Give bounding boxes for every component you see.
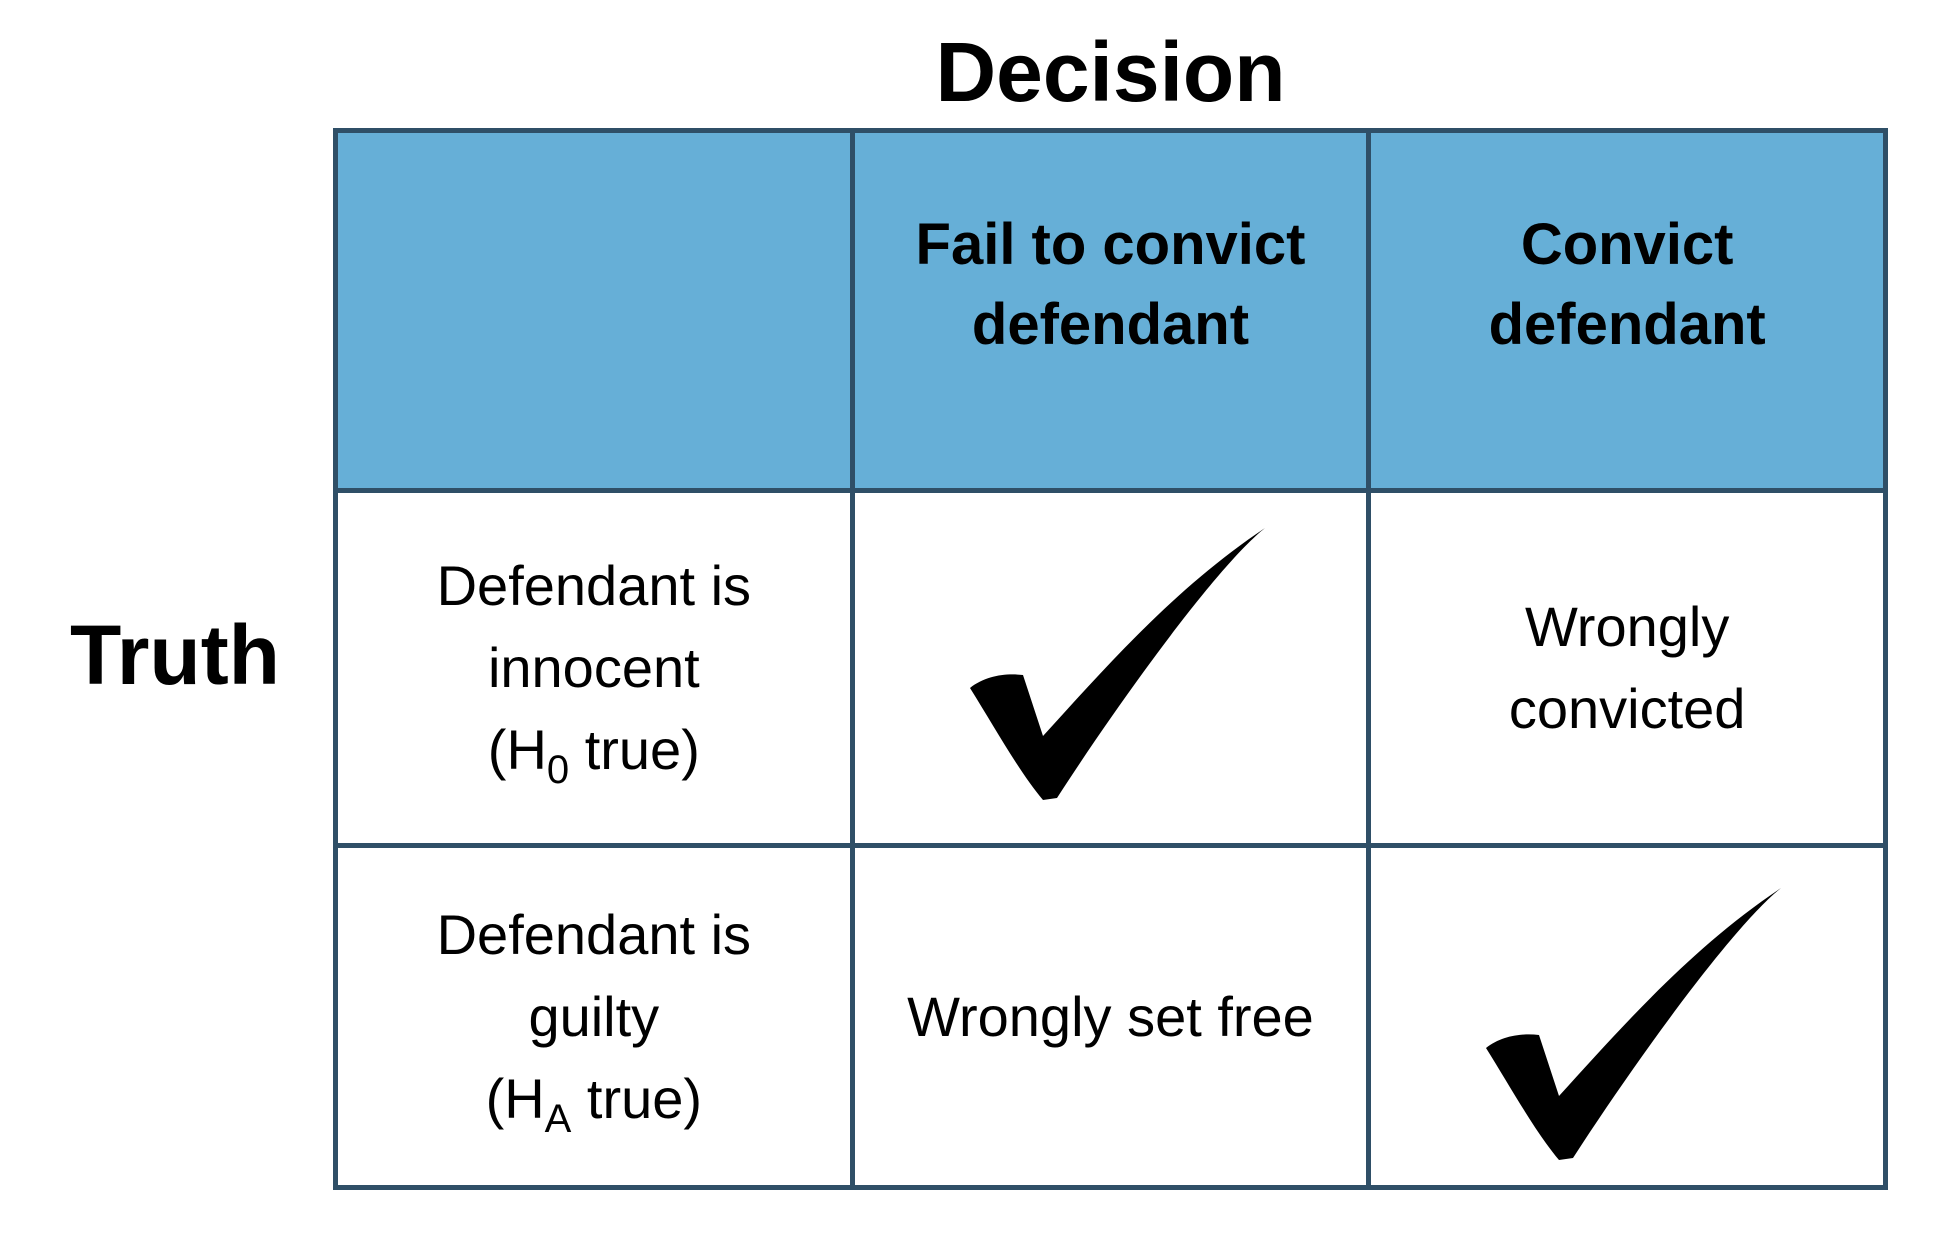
header-convict-line1: Convict <box>1520 212 1734 277</box>
header-convict: Convict defendant <box>1371 133 1883 488</box>
wrongly-set-free-text: Wrongly set free <box>907 984 1314 1048</box>
check-mark-icon <box>969 528 1265 800</box>
row-label-guilty-hypothesis: (HA true) <box>485 1066 703 1141</box>
cell-innocent-convict: Wrongly convicted <box>1371 493 1883 843</box>
row-label-innocent-line2: innocent <box>487 636 700 699</box>
header-empty-cell <box>338 133 850 488</box>
decision-title: Decision <box>935 25 1286 119</box>
row-label-innocent-line1: Defendant is <box>436 554 752 617</box>
header-fail-to-convict-line2: defendant <box>971 292 1250 357</box>
header-fail-to-convict-line1: Fail to convict <box>915 212 1306 277</box>
header-fail-to-convict: Fail to convict defendant <box>854 133 1367 488</box>
cell-guilty-fail-to-convict: Wrongly set free <box>854 848 1367 1185</box>
row-label-guilty: Defendant is guilty (HA true) <box>338 848 850 1185</box>
wrongly-convicted-line1: Wrongly <box>1524 595 1730 658</box>
truth-title: Truth <box>70 608 280 702</box>
cell-guilty-convict <box>1371 848 1883 1185</box>
wrongly-convicted-line2: convicted <box>1508 677 1746 740</box>
row-label-guilty-line2: guilty <box>528 984 660 1048</box>
row-label-innocent: Defendant is innocent (H0 true) <box>338 493 850 843</box>
decision-truth-table: Fail to convict defendant Convict defend… <box>333 128 1888 1190</box>
cell-innocent-fail-to-convict <box>854 493 1367 843</box>
row-label-guilty-line1: Defendant is <box>436 902 752 966</box>
row-label-innocent-hypothesis: (H0 true) <box>487 718 700 792</box>
header-convict-line2: defendant <box>1488 292 1766 357</box>
check-mark-icon <box>1486 888 1782 1160</box>
